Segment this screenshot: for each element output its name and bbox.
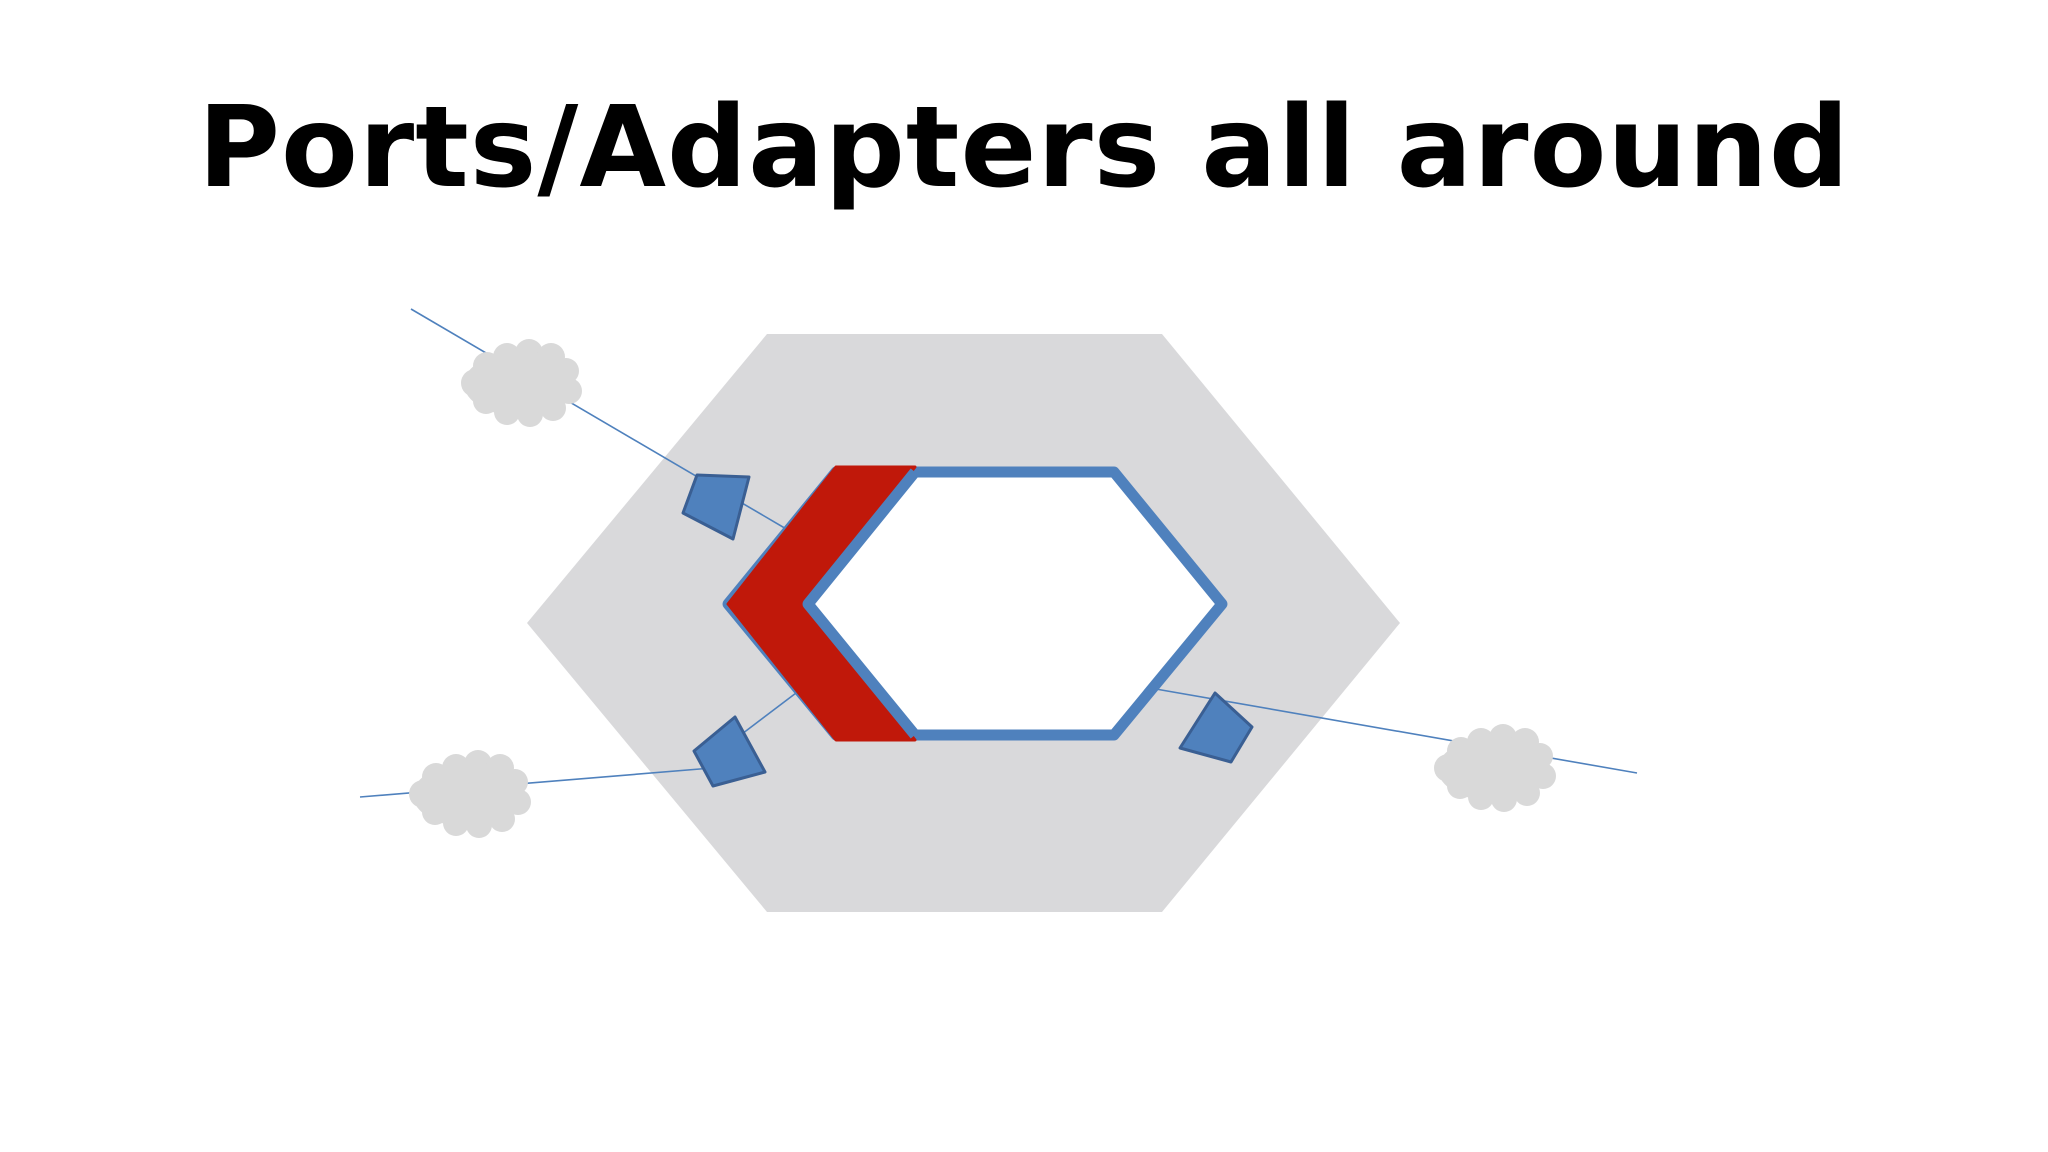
port-diamond-lower-left-icon (692, 715, 767, 788)
connector-line-lower-left-inner (733, 689, 801, 741)
port-diamond-right-icon (1178, 691, 1254, 764)
connector-line-right (1149, 687, 1638, 774)
slide-title: Ports/Adapters all around (197, 83, 1851, 213)
highlighted-port-side (726, 465, 917, 742)
port-diamond-upper-left-icon (681, 473, 751, 541)
highlighted-port-side-edge (802, 468, 920, 739)
external-cloud-upper-left-icon (461, 339, 582, 427)
external-cloud-lower-left-icon (409, 750, 531, 838)
external-cloud-right-icon (1434, 724, 1556, 812)
